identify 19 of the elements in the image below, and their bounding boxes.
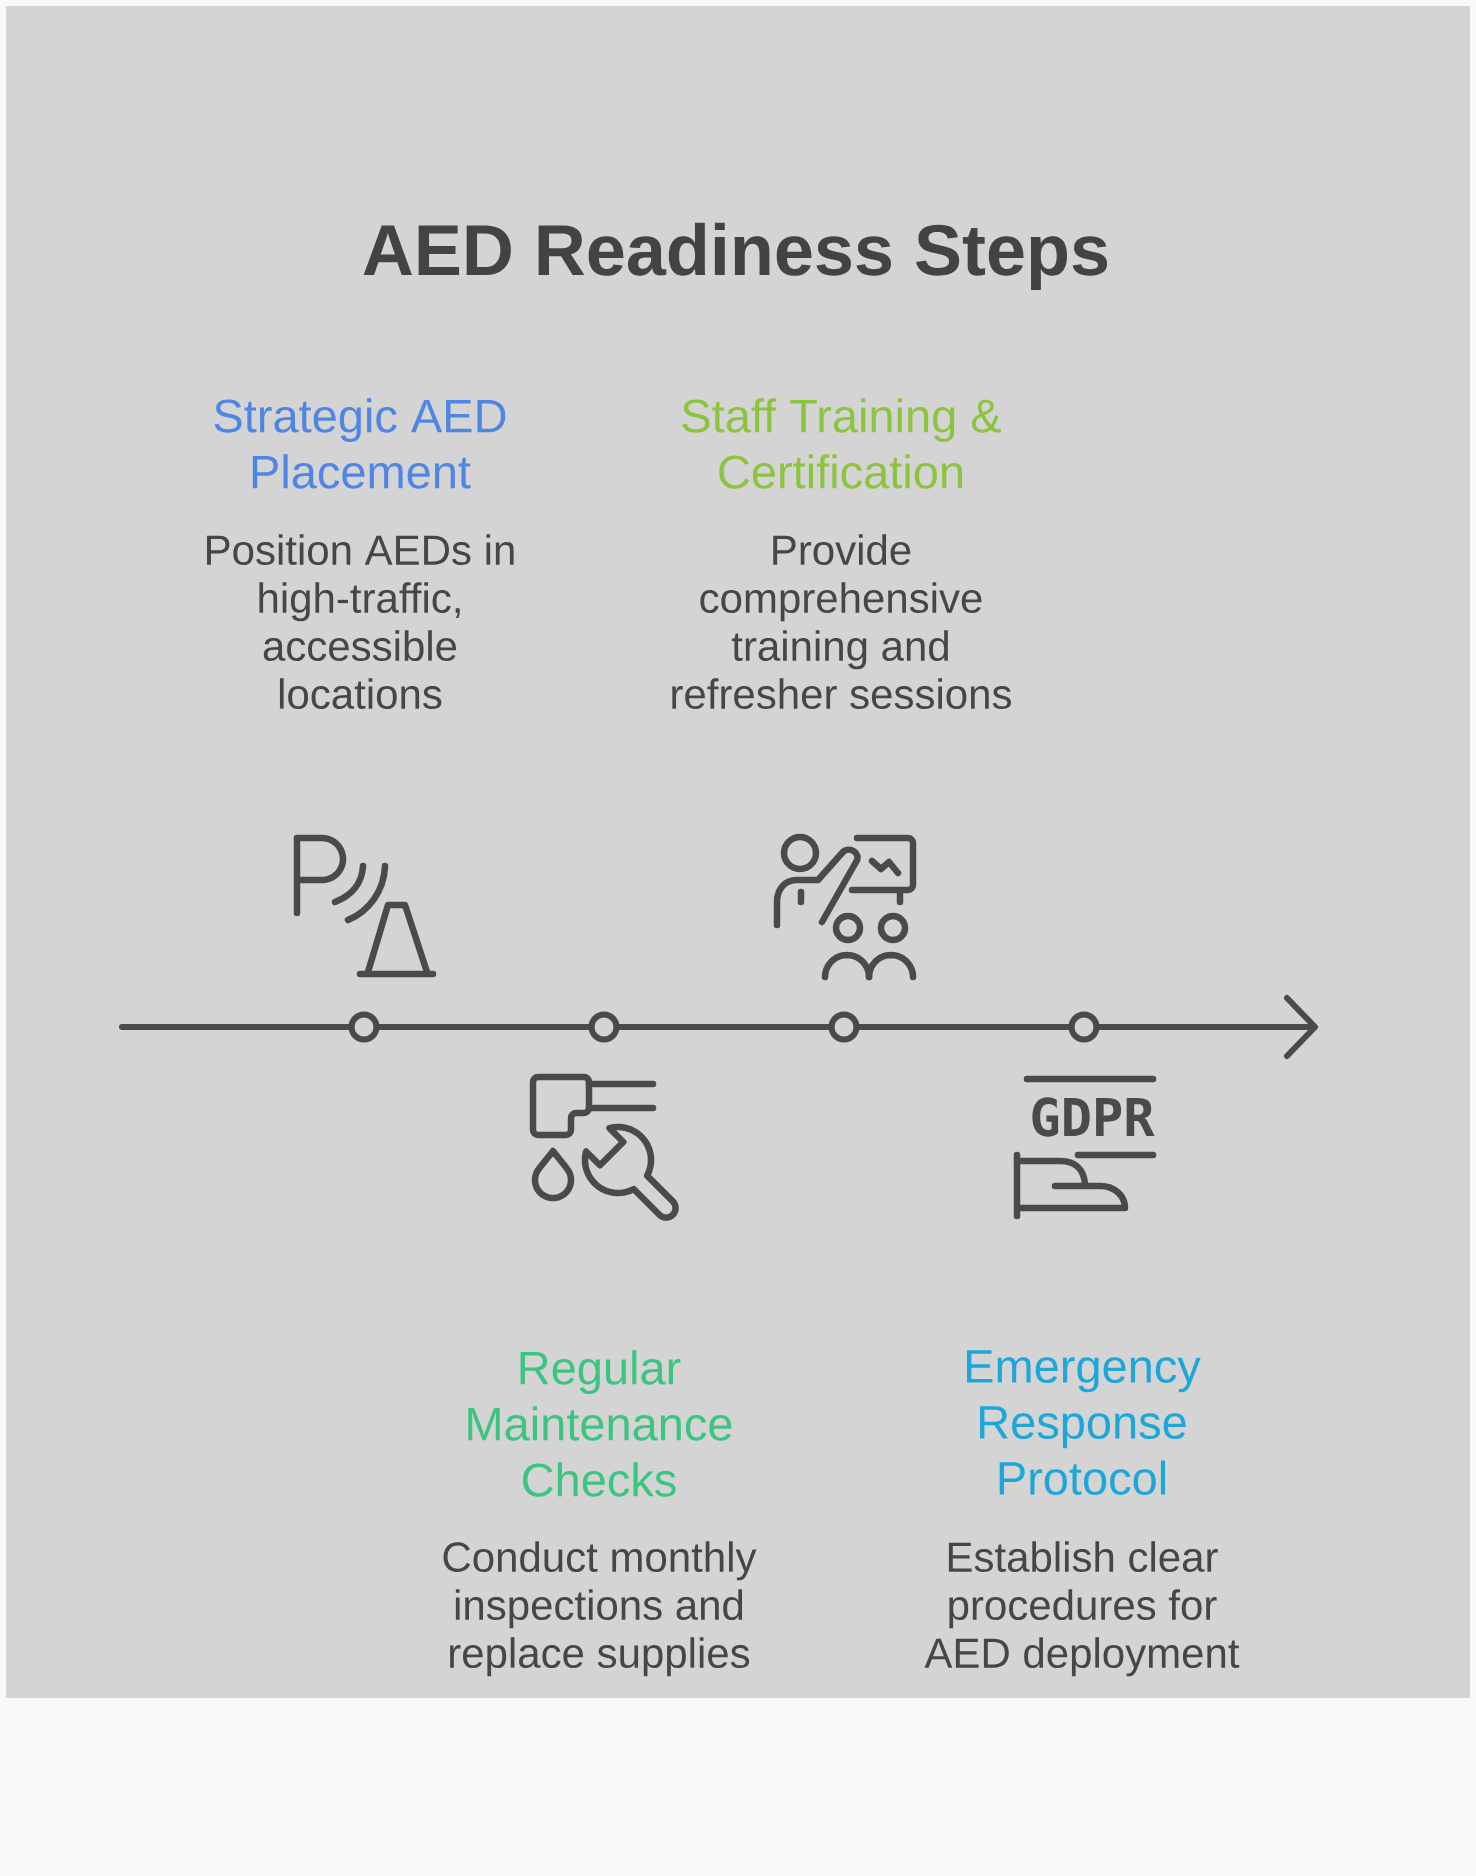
step-heading: Emergency Response Protocol: [967, 1350, 1201, 1495]
timeline-line: [119, 1024, 352, 1030]
timeline-marker: [828, 1011, 860, 1043]
timeline-marker: [348, 1011, 380, 1043]
timeline-marker: [1068, 1011, 1100, 1043]
timeline-arrow: [1096, 995, 1318, 1059]
timeline-marker: [588, 1011, 620, 1043]
icon-text: GDPR: [1032, 1097, 1155, 1137]
step-description: Conduct monthly inspections and replace supplies: [443, 1541, 757, 1677]
step-description: Provide comprehensive training and refresher sessions: [672, 534, 1011, 710]
step-description: Establish clear procedures for AED deployment: [924, 1541, 1240, 1677]
timeline-line: [616, 1024, 832, 1030]
step-heading: Staff Training & Certification: [682, 398, 1001, 489]
step-heading: Strategic AED Placement: [214, 398, 506, 489]
diagram-title: AED Readiness Steps: [363, 222, 1108, 290]
step-description: Position AEDs in high-traffic, accessible locations: [207, 534, 514, 710]
step-heading: Regular Maintenance Checks: [468, 1350, 732, 1497]
timeline-line: [856, 1024, 1072, 1030]
timeline-line: [376, 1024, 592, 1030]
